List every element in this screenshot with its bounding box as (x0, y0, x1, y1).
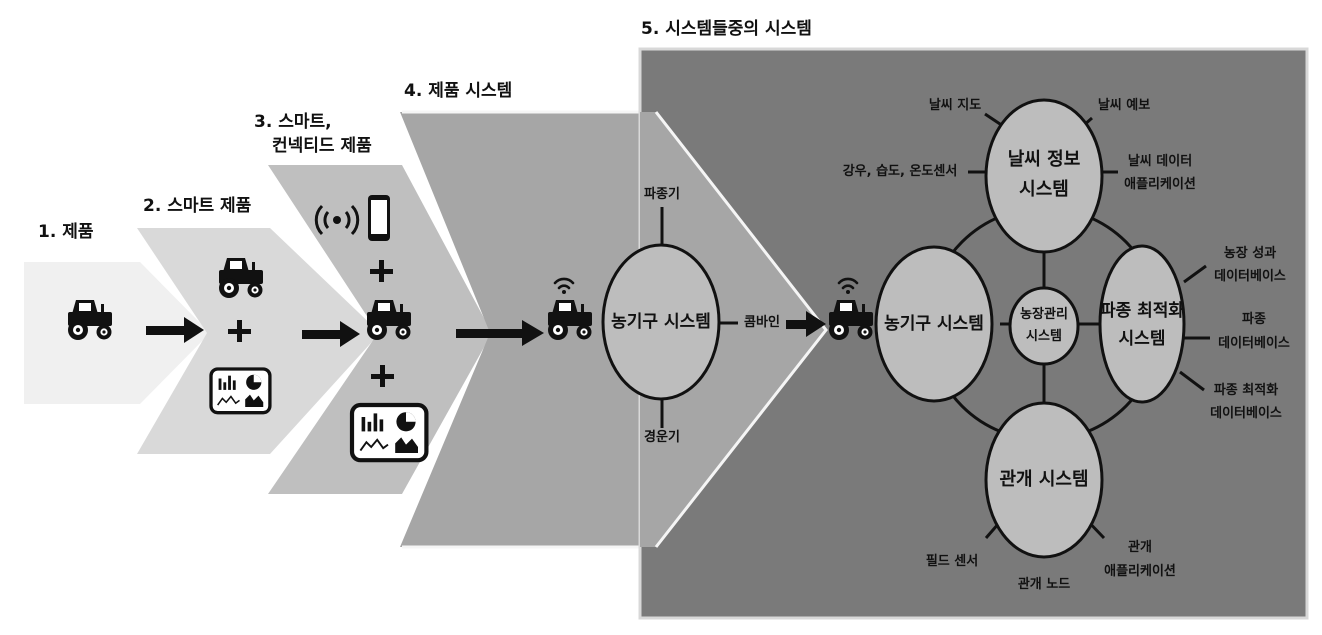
weather-system-line2: 시스템 (1019, 179, 1069, 201)
stage-2-panel (137, 228, 380, 454)
weather-system-node (984, 98, 1104, 254)
stage-4-overlap-edge (654, 111, 828, 548)
network-links (1000, 250, 1100, 402)
irrigation-app-line2: 애플리케이션 (1104, 564, 1176, 580)
stage-1-title: 1. 제품 (38, 222, 94, 242)
farm-equipment-system-node (874, 245, 994, 403)
farm-performance-db-line2: 데이터베이스 (1214, 269, 1286, 285)
irrigation-system-node (984, 401, 1104, 559)
weather-system-line1: 날씨 정보 (1007, 149, 1081, 171)
weather-map-label: 날씨 지도 (928, 98, 982, 114)
arrow-right-icon (302, 321, 360, 347)
product-system-node (601, 243, 721, 401)
irrigation-system-label: 관개 시스템 (999, 469, 1089, 491)
cultivator-label: 경운기 (644, 430, 680, 446)
farm-performance-db-line1: 농장 성과 (1223, 246, 1277, 262)
arrow-right-icon (146, 317, 204, 343)
dashboard-icon (352, 405, 426, 460)
arrow-right-icon (786, 311, 826, 337)
dashboard-icon (209, 367, 272, 415)
stage-4-title: 4. 제품 시스템 (404, 81, 513, 101)
farm-management-line2: 시스템 (1026, 329, 1062, 345)
combine-label: 콤바인 (744, 315, 780, 331)
stage-2-title: 2. 스마트 제품 (143, 196, 252, 216)
plus-icon (371, 365, 394, 387)
stage-3-title-line1: 3. 스마트, (254, 112, 332, 132)
irrigation-app-line1: 관개 (1128, 540, 1152, 556)
seed-opt-system-line2: 시스템 (1118, 328, 1166, 349)
arrow-right-icon (456, 320, 544, 346)
irrigation-node-label: 관개 노드 (1017, 577, 1071, 593)
stage-1-panel (24, 262, 210, 404)
sensor-label: 강우, 습도, 온도센서 (842, 164, 958, 180)
stage-5-title: 5. 시스템들중의 시스템 (641, 19, 812, 39)
plus-icon (370, 260, 393, 282)
seed-opt-db-line2: 데이터베이스 (1210, 406, 1282, 422)
seed-optimization-system-node (1098, 244, 1186, 404)
stage-3-title-line2: 컨넥티드 제품 (272, 136, 372, 156)
field-sensor-label: 필드 센서 (925, 554, 979, 570)
plus-icon (228, 320, 251, 342)
farm-equipment-system-label: 농기구 시스템 (884, 313, 984, 334)
stage-4-overlap (640, 112, 826, 547)
product-system-label: 농기구 시스템 (611, 311, 711, 332)
farm-management-line1: 농장관리 (1020, 307, 1068, 323)
seeder-label: 파종기 (644, 187, 680, 203)
smartphone-icon (368, 195, 390, 241)
seed-db-line2: 데이터베이스 (1218, 336, 1290, 352)
wifi-signal-icon (314, 204, 360, 236)
weather-data-line2: 애플리케이션 (1124, 177, 1196, 193)
seed-opt-db-line1: 파종 최적화 (1213, 383, 1279, 399)
weather-forecast-label: 날씨 예보 (1097, 98, 1151, 114)
weather-data-line1: 날씨 데이터 (1127, 154, 1193, 170)
farm-management-system-node (1008, 286, 1080, 366)
seed-db-line1: 파종 (1242, 312, 1266, 328)
seed-opt-system-line1: 파종 최적화 (1099, 300, 1185, 321)
